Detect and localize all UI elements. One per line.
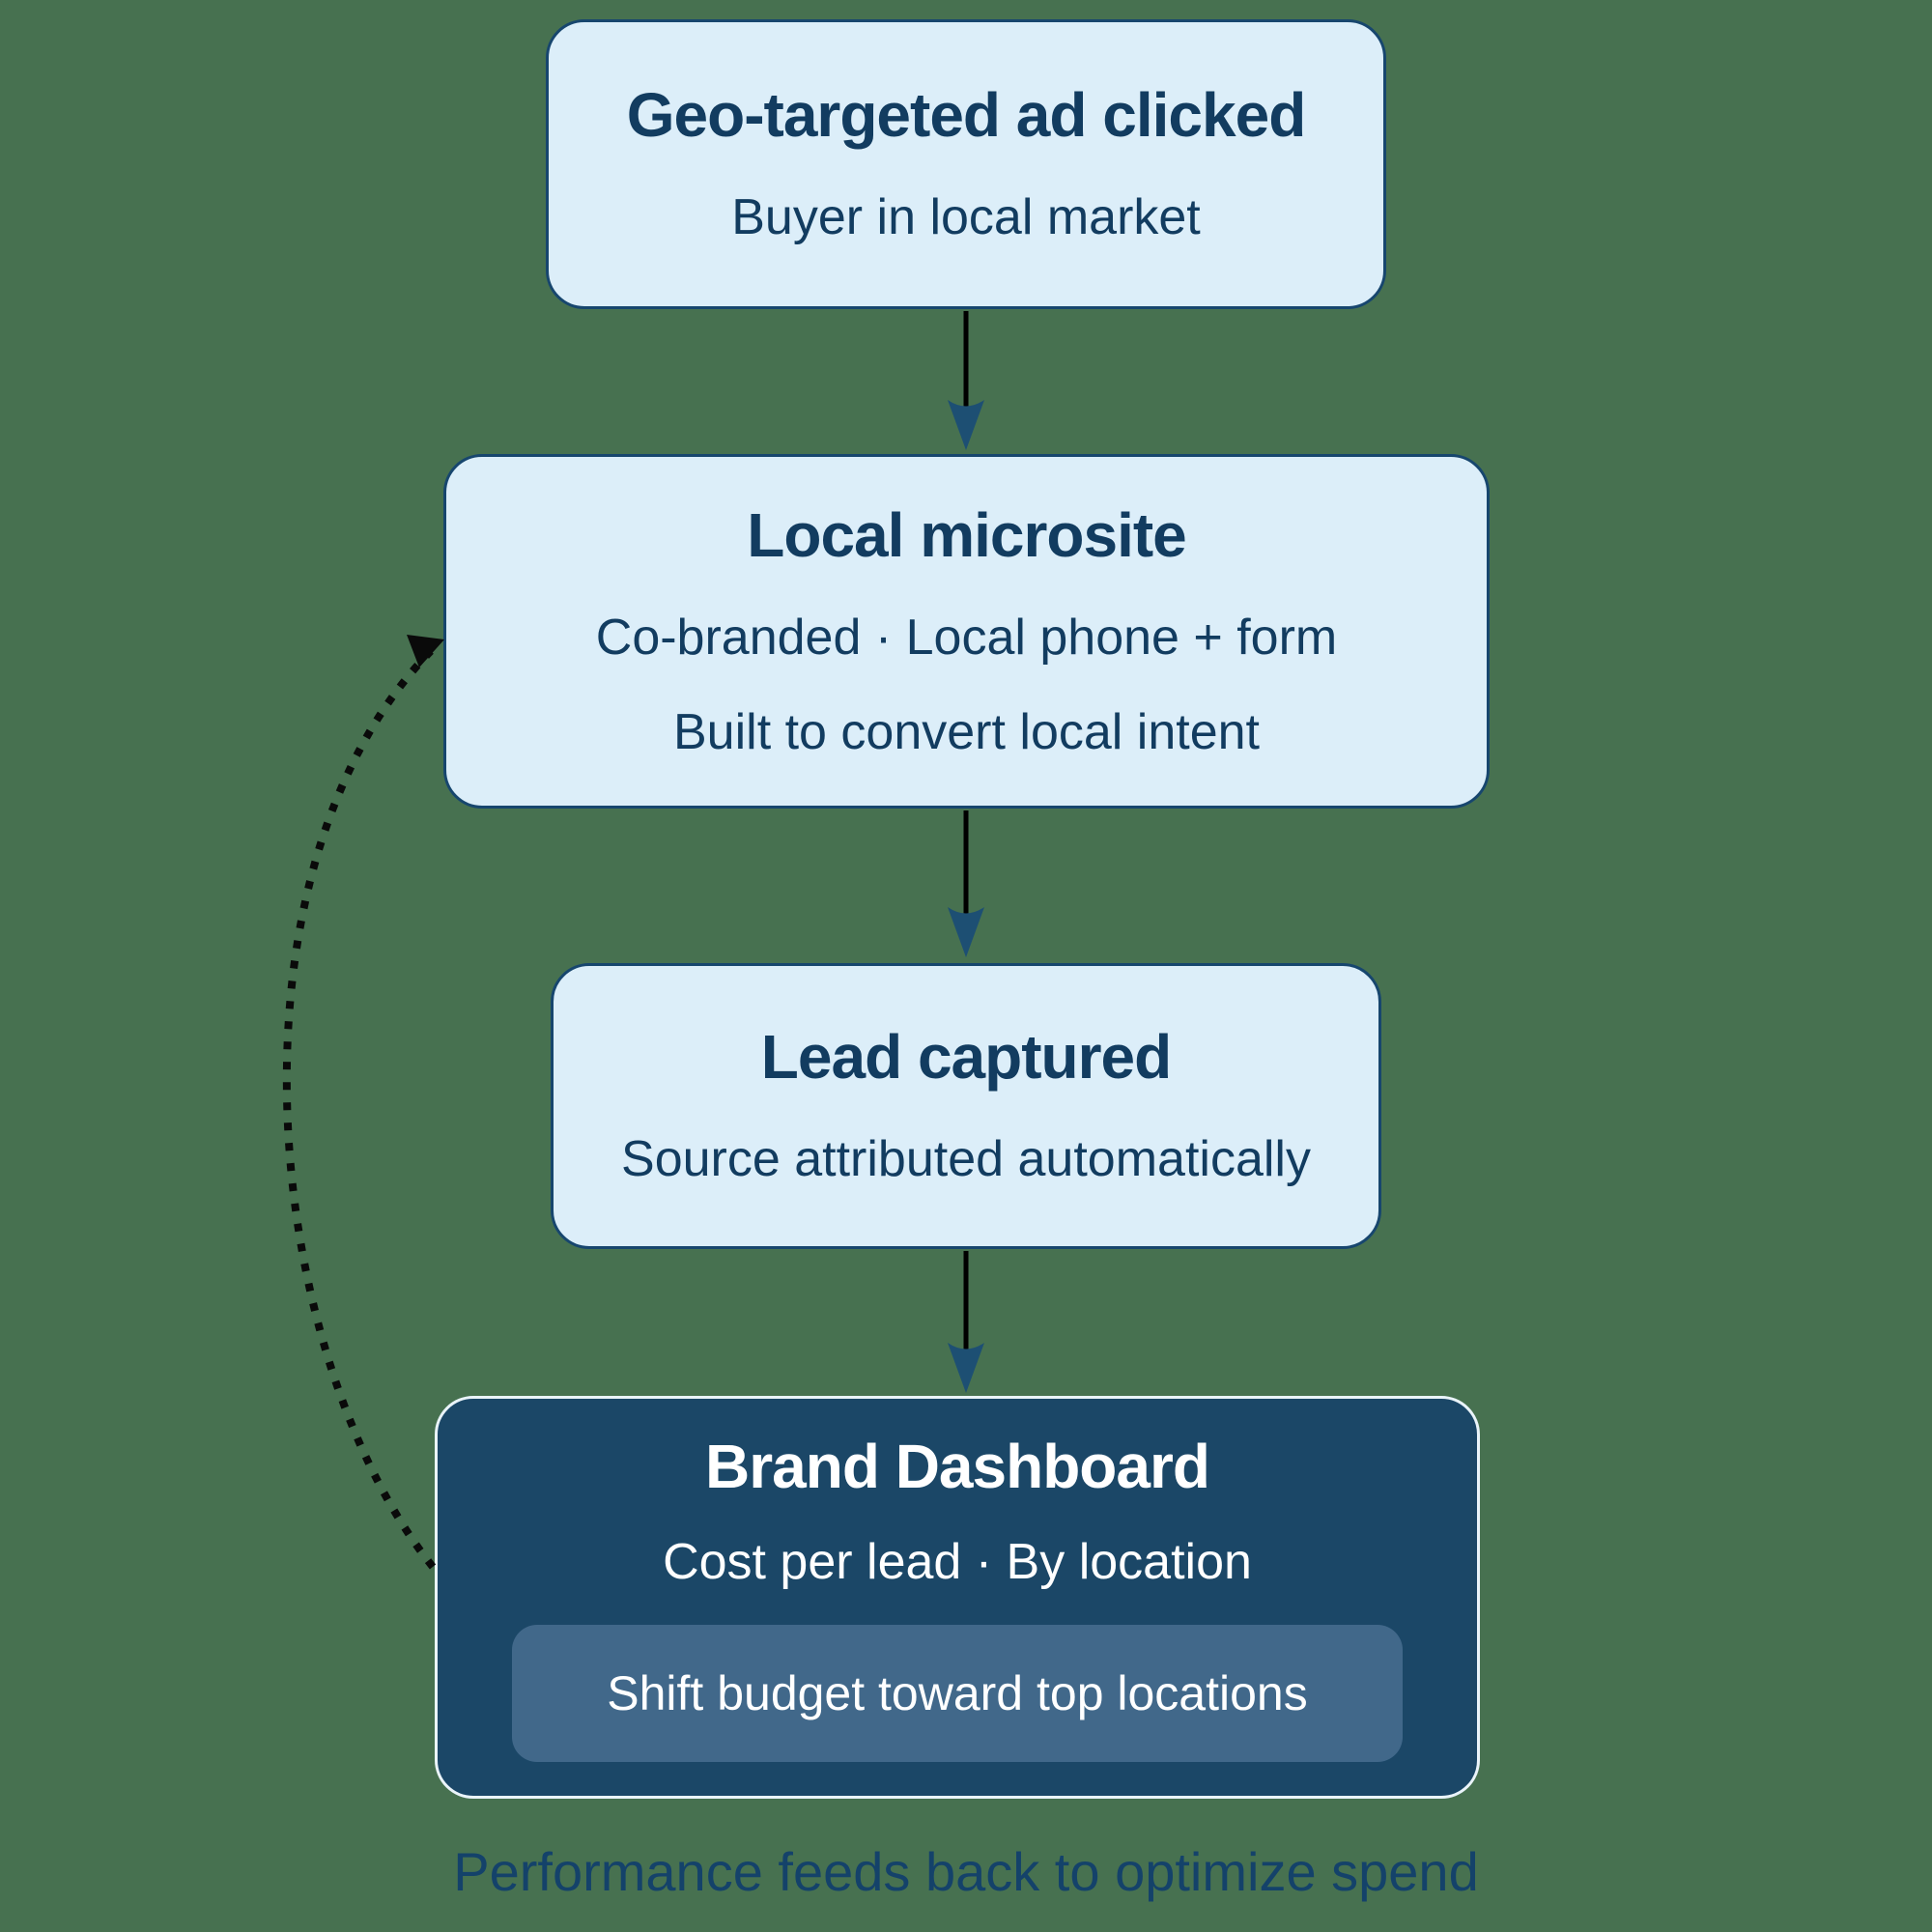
node-geo-ad-subtitle: Buyer in local market [731, 189, 1201, 246]
arrowhead-feedback-icon [407, 635, 444, 668]
node-lead-captured-subtitle: Source attributed automatically [621, 1131, 1311, 1188]
node-lead-captured-title: Lead captured [760, 1021, 1172, 1092]
node-local-microsite: Local microsite Co-branded · Local phone… [443, 454, 1490, 809]
node-geo-ad: Geo-targeted ad clicked Buyer in local m… [546, 19, 1386, 309]
dashboard-badge: Shift budget toward top locations [512, 1624, 1403, 1762]
arrowhead-down-icon [948, 1343, 984, 1393]
diagram-caption: Performance feeds back to optimize spend [453, 1841, 1479, 1902]
arrowhead-down-icon [948, 907, 984, 957]
node-lead-captured: Lead captured Source attributed automati… [551, 963, 1381, 1249]
node-brand-dashboard: Brand Dashboard Cost per lead · By locat… [435, 1396, 1480, 1799]
node-brand-dashboard-subtitle: Cost per lead · By location [663, 1533, 1252, 1590]
node-brand-dashboard-title: Brand Dashboard [705, 1432, 1210, 1502]
dashboard-badge-label: Shift budget toward top locations [607, 1665, 1308, 1720]
node-geo-ad-title: Geo-targeted ad clicked [626, 79, 1307, 150]
node-local-microsite-line-2: Built to convert local intent [673, 703, 1260, 760]
arrowhead-down-icon [948, 400, 984, 450]
node-local-microsite-title: Local microsite [747, 499, 1186, 570]
node-local-microsite-line-1: Co-branded · Local phone + form [595, 609, 1338, 666]
edge-feedback-dotted [282, 648, 437, 1570]
